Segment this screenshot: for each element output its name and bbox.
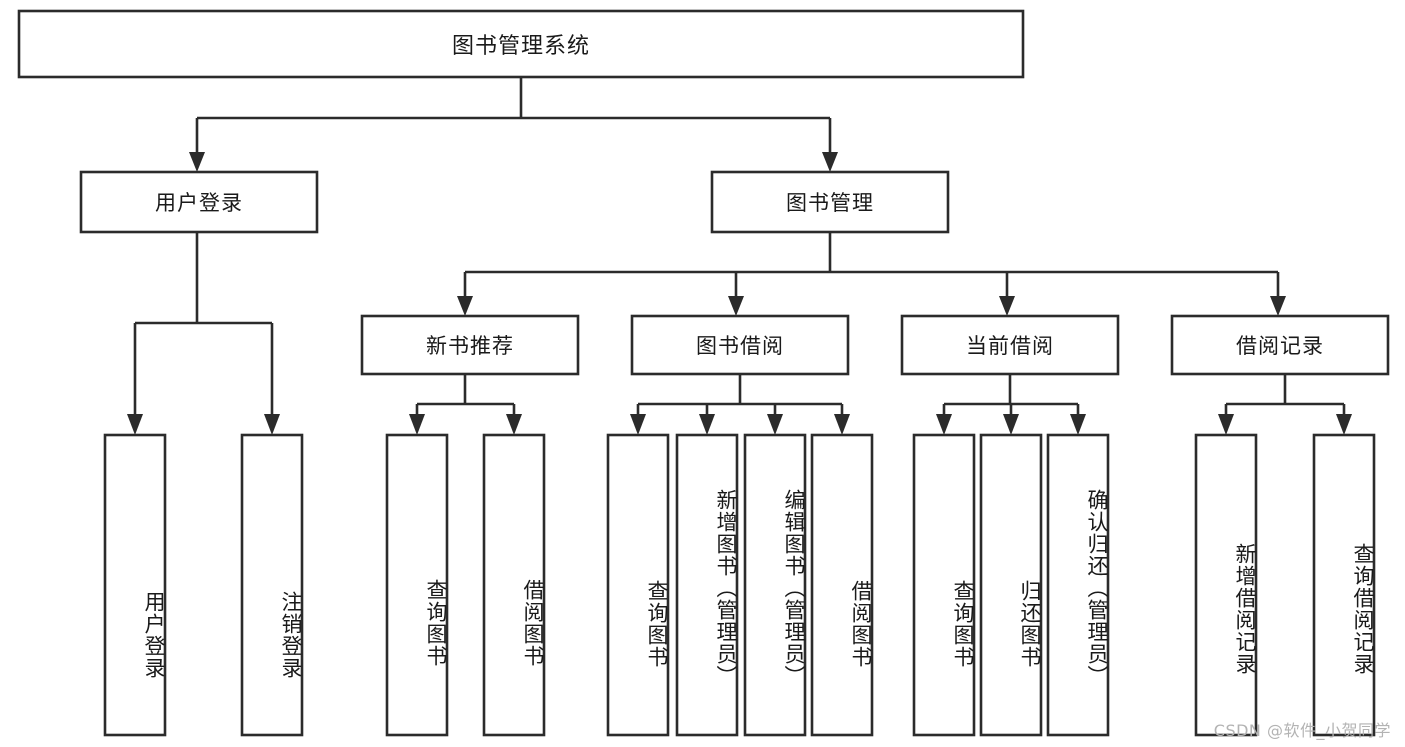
node-box-book-borrow[interactable] bbox=[630, 314, 850, 376]
arrow-head-leaf-logout bbox=[264, 414, 280, 435]
node-box-root[interactable] bbox=[17, 9, 1025, 79]
node-box-leaf-borrow-book-nb[interactable] bbox=[482, 433, 546, 737]
arrow-head-cb-1 bbox=[936, 414, 952, 435]
arrow-head-current-borrow bbox=[999, 296, 1015, 316]
node-box-leaf-query-book-nb[interactable] bbox=[385, 433, 449, 737]
arrow-head-nb-1 bbox=[409, 414, 425, 435]
node-box-leaf-query-book-bb[interactable] bbox=[606, 433, 670, 737]
arrow-head-br-2 bbox=[1336, 414, 1352, 435]
arrow-head-bb-2 bbox=[699, 414, 715, 435]
arrow-head-borrow-record bbox=[1270, 296, 1286, 316]
node-box-user-login[interactable] bbox=[79, 170, 319, 234]
node-box-leaf-borrow-book-bb[interactable] bbox=[810, 433, 874, 737]
arrow-head-book-borrow bbox=[728, 296, 744, 316]
arrow-head-user-login bbox=[189, 152, 205, 172]
connectors-book-manage-to-level3 bbox=[457, 232, 1286, 316]
node-box-leaf-add-book-admin[interactable] bbox=[675, 433, 739, 737]
arrow-head-br-1 bbox=[1218, 414, 1234, 435]
node-box-current-borrow[interactable] bbox=[900, 314, 1120, 376]
connectors-user-login-to-leaves bbox=[127, 232, 280, 435]
node-box-leaf-query-borrow-record[interactable] bbox=[1312, 433, 1376, 737]
arrow-head-cb-2 bbox=[1003, 414, 1019, 435]
node-box-book-manage[interactable] bbox=[710, 170, 950, 234]
connectors-borrow-record-to-leaves bbox=[1218, 374, 1352, 435]
arrow-head-bb-4 bbox=[834, 414, 850, 435]
node-box-leaf-return-book[interactable] bbox=[979, 433, 1043, 737]
connectors-current-borrow-to-leaves bbox=[936, 374, 1086, 435]
node-box-leaf-user-login[interactable] bbox=[103, 433, 167, 737]
connectors-new-book-to-leaves bbox=[409, 374, 522, 435]
arrow-head-leaf-user-login bbox=[127, 414, 143, 435]
node-box-leaf-add-borrow-record[interactable] bbox=[1194, 433, 1258, 737]
connectors-root-to-level2 bbox=[189, 77, 838, 172]
csdn-watermark: CSDN @软件_小贺同学 bbox=[1213, 721, 1391, 740]
node-box-leaf-logout[interactable] bbox=[240, 433, 304, 737]
node-box-leaf-confirm-return-admin[interactable] bbox=[1046, 433, 1110, 737]
node-box-new-book-recommend[interactable] bbox=[360, 314, 580, 376]
arrow-head-cb-3 bbox=[1070, 414, 1086, 435]
arrow-head-bb-3 bbox=[767, 414, 783, 435]
arrow-head-bb-1 bbox=[630, 414, 646, 435]
arrow-head-new-book bbox=[457, 296, 473, 316]
arrow-head-nb-2 bbox=[506, 414, 522, 435]
arrow-head-book-manage bbox=[822, 152, 838, 172]
node-box-borrow-record[interactable] bbox=[1170, 314, 1390, 376]
connectors-book-borrow-to-leaves bbox=[630, 374, 850, 435]
node-box-leaf-edit-book-admin[interactable] bbox=[743, 433, 807, 737]
node-box-leaf-query-book-cb[interactable] bbox=[912, 433, 976, 737]
